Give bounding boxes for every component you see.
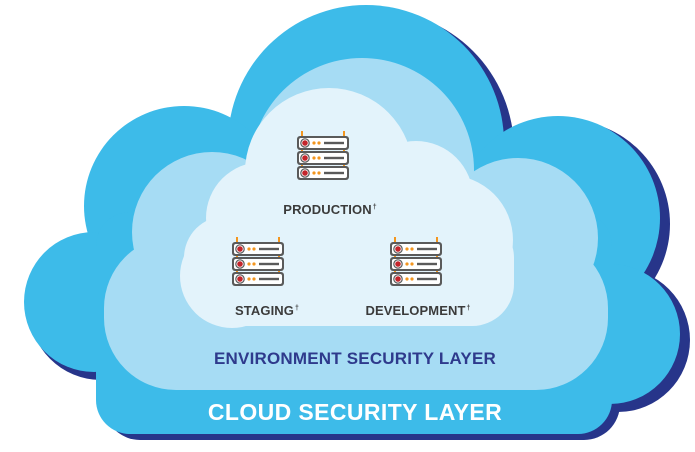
production-server-icon [297,131,349,180]
staging-server-icon [232,237,284,286]
production-label-text: PRODUCTION [283,202,372,217]
production-label-mark: † [372,204,377,211]
development-label: DEVELOPMENT† [346,303,490,318]
cloud-security-layer-label: CLOUD SECURITY LAYER [207,399,503,425]
staging-label: STAGING† [212,303,322,318]
staging-label-mark: † [294,305,299,312]
production-label: PRODUCTION† [264,202,396,217]
staging-label-text: STAGING [235,303,294,318]
environment-security-layer-label: ENVIRONMENT SECURITY LAYER [214,349,496,368]
development-label-text: DEVELOPMENT [365,303,466,318]
development-label-mark: † [466,305,471,312]
development-server-icon [390,237,442,286]
